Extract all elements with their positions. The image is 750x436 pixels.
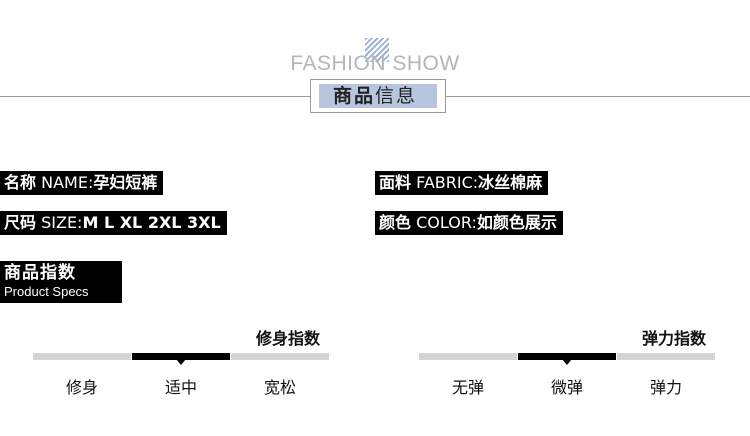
product-specs-title-cn: 商品指数 <box>4 263 76 283</box>
name-tag: 名称 NAME:孕妇短裤 <box>0 171 164 195</box>
fit-scale-label-3: 宽松 <box>263 378 296 397</box>
fit-scale-segment-3 <box>231 353 329 360</box>
section-title-box: 商品信息 <box>310 79 446 113</box>
elasticity-scale-label-2: 微弹 <box>550 378 583 397</box>
size-label: 尺码 <box>4 213 37 232</box>
fit-scale-label-1: 修身 <box>65 378 98 397</box>
fit-scale-segment-1 <box>33 353 131 360</box>
fabric-value: 冰丝棉麻 <box>478 173 543 192</box>
product-specs-title-en: Product Specs <box>4 284 89 299</box>
size-value: M L XL 2XL 3XL <box>82 213 221 232</box>
fit-scale-title: 修身指数 <box>256 329 321 348</box>
fit-scale-pointer-icon <box>176 359 186 365</box>
name-value: 孕妇短裤 <box>93 173 158 192</box>
color-key: COLOR: <box>416 213 477 232</box>
elasticity-scale-pointer-icon <box>562 359 572 365</box>
section-title-light: 信息 <box>375 85 418 107</box>
size-key: SIZE: <box>41 213 83 232</box>
color-value: 如颜色展示 <box>476 213 557 232</box>
elasticity-scale-title: 弹力指数 <box>642 329 707 348</box>
elasticity-scale-label-3: 弹力 <box>649 378 682 397</box>
size-tag: 尺码 SIZE:M L XL 2XL 3XL <box>0 211 227 235</box>
color-label: 颜色 <box>379 213 412 232</box>
fashion-show-tagline: FASHION SHOW <box>290 52 460 75</box>
fabric-label: 面料 <box>379 173 412 192</box>
fit-scale-segment-2 <box>132 353 230 360</box>
product-specs-heading: 商品指数 Product Specs <box>0 261 122 303</box>
section-title-bold: 商品 <box>333 85 376 107</box>
color-tag: 颜色 COLOR:如颜色展示 <box>375 211 563 235</box>
name-key: NAME: <box>41 173 94 192</box>
elasticity-scale-segment-3 <box>617 353 715 360</box>
elasticity-scale-segment-1 <box>419 353 517 360</box>
elasticity-scale-segment-2 <box>518 353 616 360</box>
section-title: 商品信息 <box>319 84 437 108</box>
fabric-tag: 面料 FABRIC:冰丝棉麻 <box>375 171 549 195</box>
elasticity-scale-label-1: 无弹 <box>451 378 484 397</box>
fit-scale-label-2: 适中 <box>164 378 197 397</box>
fabric-key: FABRIC: <box>416 173 479 192</box>
name-label: 名称 <box>4 173 37 192</box>
hatch-decoration <box>365 38 389 62</box>
